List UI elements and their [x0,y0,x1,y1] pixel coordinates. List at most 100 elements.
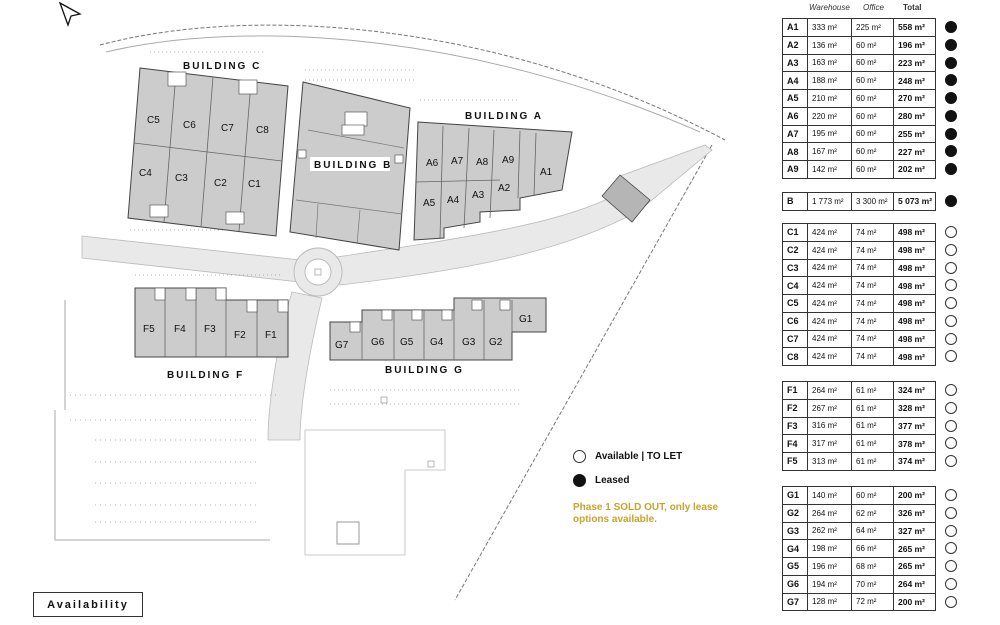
building-b-label: BUILDING B [314,160,392,171]
unit-label-a2: A2 [498,183,511,194]
cell-warehouse: 424 m² [807,294,852,313]
cell-total: 498 m² [893,223,936,242]
unit-label-f3: F3 [204,324,216,335]
cell-total: 270 m² [893,89,936,108]
unit-label-a6: A6 [426,158,439,169]
cell-office: 62 m² [851,503,894,523]
cell-warehouse: 317 m² [807,434,852,453]
availability-title: Availability [33,592,143,617]
cell-office: 61 m² [851,434,894,453]
leased-status-dot-icon [945,21,957,33]
cell-warehouse: 128 m² [807,592,852,612]
cell-warehouse: 424 m² [807,258,852,278]
cell-total: 328 m² [893,398,936,418]
unit-label-a5: A5 [423,198,436,209]
cell-unit: C3 [782,258,808,278]
legend-leased: Leased [573,474,629,487]
cell-warehouse: 142 m² [807,160,852,179]
cell-warehouse: 196 m² [807,557,852,576]
unit-label-a7: A7 [451,156,464,167]
legend-available: Available | TO LET [573,450,682,463]
cell-total: 280 m² [893,106,936,126]
available-status-dot-icon [945,577,957,590]
cell-unit: G6 [782,574,808,594]
cell-warehouse: 220 m² [807,106,852,126]
cell-unit: A7 [782,124,808,144]
cell-total: 202 m² [893,160,936,179]
unit-label-g3: G3 [462,337,476,348]
leased-status-dot-icon [945,109,957,122]
cell-warehouse: 136 m² [807,35,852,55]
unit-label-g7: G7 [335,340,349,351]
cell-unit: C8 [782,347,808,366]
cell-total: 378 m² [893,434,936,453]
building-a-label: BUILDING A [465,111,543,122]
cell-unit: A3 [782,53,808,73]
cell-total: 498 m² [893,294,936,313]
cell-total: 200 m² [893,592,936,612]
cell-total: 255 m² [893,124,936,144]
site-plan-map: BUILDING C BUILDING B BUILDING A BUILDIN… [54,1,726,601]
cell-total: 498 m² [893,240,936,260]
unit-label-f5: F5 [143,324,155,335]
cell-unit: G1 [782,486,808,505]
available-status-dot-icon [945,350,957,363]
cell-warehouse: 188 m² [807,71,852,90]
cell-unit: A5 [782,89,808,108]
cell-office: 60 m² [851,124,894,144]
cell-office: 74 m² [851,294,894,313]
cell-total: 498 m² [893,258,936,278]
cell-unit: G2 [782,503,808,523]
cell-office: 64 m² [851,521,894,541]
cell-total: 498 m² [893,329,936,349]
unit-label-c8: C8 [256,125,269,136]
cell-warehouse: 210 m² [807,89,852,108]
available-status-dot-icon [945,261,957,274]
cell-unit: G4 [782,539,808,558]
cell-office: 60 m² [851,486,894,505]
cell-unit: C4 [782,276,808,295]
header-total: Total [903,3,922,12]
unit-label-g4: G4 [430,337,444,348]
available-status-dot-icon [945,455,957,467]
cell-office: 70 m² [851,574,894,594]
cell-office: 61 m² [851,452,894,471]
leased-dot-icon [573,474,586,487]
cell-unit: F1 [782,381,808,400]
cell-office: 68 m² [851,557,894,576]
building-a [413,121,573,241]
cell-office: 61 m² [851,398,894,418]
cell-warehouse: 424 m² [807,329,852,349]
available-status-dot-icon [945,226,957,238]
cell-warehouse: 424 m² [807,276,852,295]
cell-unit: G7 [782,592,808,612]
available-status-dot-icon [945,524,957,537]
cell-office: 72 m² [851,592,894,612]
cell-total: 498 m² [893,311,936,331]
cell-unit: B [782,192,808,211]
header-warehouse: Warehouse [809,3,850,12]
cell-unit: C1 [782,223,808,242]
unit-label-c3: C3 [175,173,188,184]
unit-label-f1: F1 [265,330,277,341]
cell-office: 60 m² [851,71,894,90]
cell-office: 60 m² [851,106,894,126]
leased-status-dot-icon [945,74,957,87]
cell-unit: A1 [782,18,808,37]
cell-warehouse: 264 m² [807,503,852,523]
available-status-dot-icon [945,542,957,555]
cell-office: 74 m² [851,329,894,349]
leased-status-dot-icon [945,127,957,140]
